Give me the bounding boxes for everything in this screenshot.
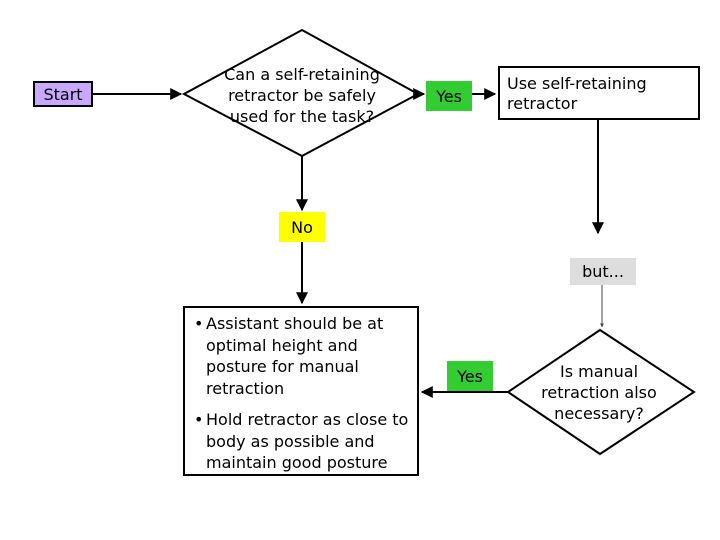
but-label: but... bbox=[582, 262, 624, 281]
yes-node-2: Yes bbox=[447, 361, 493, 391]
no-label: No bbox=[291, 217, 313, 237]
question2-label: Is manual retraction also necessary? bbox=[541, 361, 657, 423]
start-node: Start bbox=[33, 81, 93, 107]
yes-label-1: Yes bbox=[436, 86, 462, 106]
use-self-retaining-label: Use self-retaining retractor bbox=[507, 74, 647, 113]
but-node: but... bbox=[570, 258, 636, 285]
instruction-item: Assistant should be at optimal height an… bbox=[194, 313, 411, 399]
no-node: No bbox=[279, 212, 325, 242]
instructions-node: Assistant should be at optimal height an… bbox=[183, 306, 419, 476]
yes-node-1: Yes bbox=[426, 81, 472, 111]
yes-label-2: Yes bbox=[457, 366, 483, 386]
decision-diamond-2 bbox=[506, 328, 696, 456]
instructions-list: Assistant should be at optimal height an… bbox=[194, 313, 411, 474]
instruction-item: Hold retractor as close to body as possi… bbox=[194, 409, 411, 474]
question1-label: Can a self-retaining retractor be safely… bbox=[224, 64, 380, 126]
start-label: Start bbox=[43, 84, 83, 104]
use-self-retaining-node: Use self-retaining retractor bbox=[498, 66, 700, 120]
